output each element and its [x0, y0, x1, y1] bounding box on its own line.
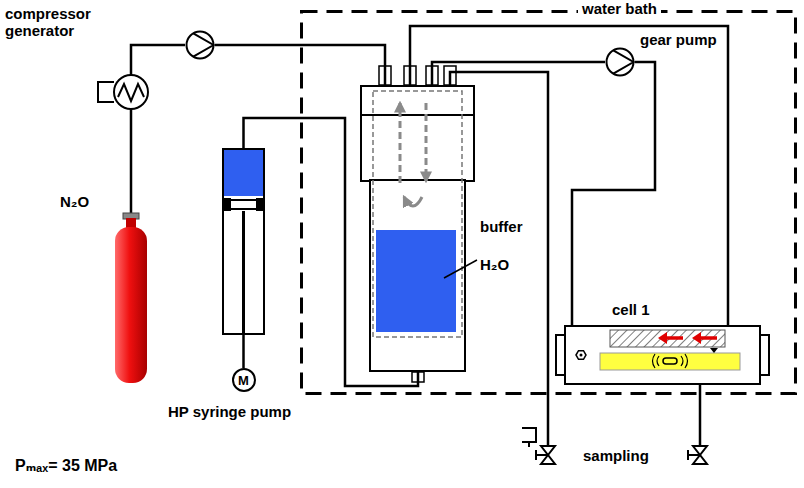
leader-line — [444, 260, 477, 278]
pump-mark — [613, 50, 633, 73]
equipment-label: HP syringe pump — [168, 403, 291, 420]
vessel-label: buffer — [480, 218, 523, 235]
syringe-pump: HP syringe pump — [222, 148, 265, 335]
drain-tap-symbol — [522, 428, 536, 447]
inner-tube — [373, 91, 462, 337]
flow-arrow — [699, 336, 717, 340]
sampling-valve — [688, 454, 700, 456]
gas-cylinder: N₂O — [115, 213, 147, 383]
buffer-head — [361, 86, 474, 181]
pipe-line — [131, 45, 185, 213]
cell-window — [610, 330, 725, 347]
buffer-body — [370, 180, 465, 371]
piston-seal — [222, 198, 231, 211]
gas-flow-arrow — [404, 197, 422, 206]
cell-flange — [556, 335, 565, 375]
gear-pump-symbol-outline — [605, 47, 635, 77]
sampling-line — [450, 72, 700, 446]
sampling-valve — [535, 450, 537, 460]
water-volume: H₂O — [376, 230, 456, 332]
water-bath-region: water bathbufferH₂Ogear pumpcell 1 — [300, 10, 797, 395]
pressure-port — [580, 354, 583, 357]
sampling-valve — [536, 446, 707, 464]
equipment-label: compressor generator — [5, 5, 105, 39]
motor-circle — [233, 369, 255, 391]
region-label: water bath — [578, 0, 661, 17]
gas-cylinder-outline — [115, 213, 147, 383]
pipe-line — [572, 62, 655, 325]
drain-tap-symbol — [528, 442, 530, 447]
pump-mark — [193, 33, 213, 56]
pipe-line — [242, 335, 245, 368]
water-volume-outline — [376, 230, 456, 332]
heat-exchanger-symbol — [118, 84, 144, 101]
sampling-label: sampling — [583, 447, 649, 464]
bath-outline — [302, 12, 796, 394]
syringe-barrel — [223, 149, 264, 334]
syringe-pump-outline — [222, 148, 265, 335]
liquid-label: H₂O — [480, 256, 509, 273]
level-mark — [710, 348, 718, 353]
flow-arrow — [665, 336, 683, 340]
heat-exchanger-symbol — [98, 82, 114, 102]
motor-label: M — [232, 368, 256, 392]
cell-label: cell 1 — [612, 301, 650, 318]
flow-arrow — [658, 332, 667, 344]
drain-tap-symbol — [522, 428, 536, 442]
sampling-line — [699, 385, 702, 446]
view-cell: cell 1 — [555, 325, 770, 385]
equipment-label: gear pump — [640, 31, 717, 48]
pump-circle — [607, 49, 634, 76]
syringe-water — [224, 150, 263, 196]
piston-seal — [256, 198, 265, 211]
gear-pump-symbol: gear pump — [605, 47, 635, 77]
buffer-fittings — [426, 66, 438, 85]
pressure-port — [576, 351, 586, 360]
stirrer-field — [653, 354, 688, 368]
piston-rod — [242, 211, 245, 335]
motor-symbol: M — [232, 368, 256, 392]
cylinder-body — [115, 227, 147, 383]
buffer-fittings — [379, 66, 391, 85]
piston-plate — [231, 199, 256, 201]
pressure-note: Pₘₐₓ= 35 MPa — [15, 456, 117, 475]
pump-circle — [187, 32, 214, 59]
cell-flange — [760, 335, 769, 375]
heat-exchanger-symbol — [114, 75, 148, 109]
liquid-layer — [600, 353, 740, 370]
buffer-fittings — [412, 372, 424, 382]
gas-flow-arrow — [399, 103, 402, 183]
sampling-valve — [687, 450, 689, 460]
buffer-cap-line — [361, 114, 474, 116]
flow-arrow — [692, 332, 701, 344]
buffer-fittings — [404, 66, 416, 85]
sampling-valve — [536, 454, 548, 456]
buffer-vessel: bufferH₂O — [360, 85, 475, 372]
piston-plate — [231, 208, 256, 210]
stirrer-bar — [663, 358, 677, 364]
compressor-symbol-outline — [185, 30, 215, 60]
compressor-symbol: compressor generator — [185, 30, 215, 60]
view-cell-outline — [555, 325, 770, 385]
pipe-line — [432, 62, 605, 85]
water-fill — [376, 230, 456, 332]
gas-label: N₂O — [60, 193, 89, 210]
gas-flow-arrow — [425, 103, 428, 181]
heat-exchanger-symbol — [98, 75, 148, 109]
cell-body — [565, 326, 760, 384]
